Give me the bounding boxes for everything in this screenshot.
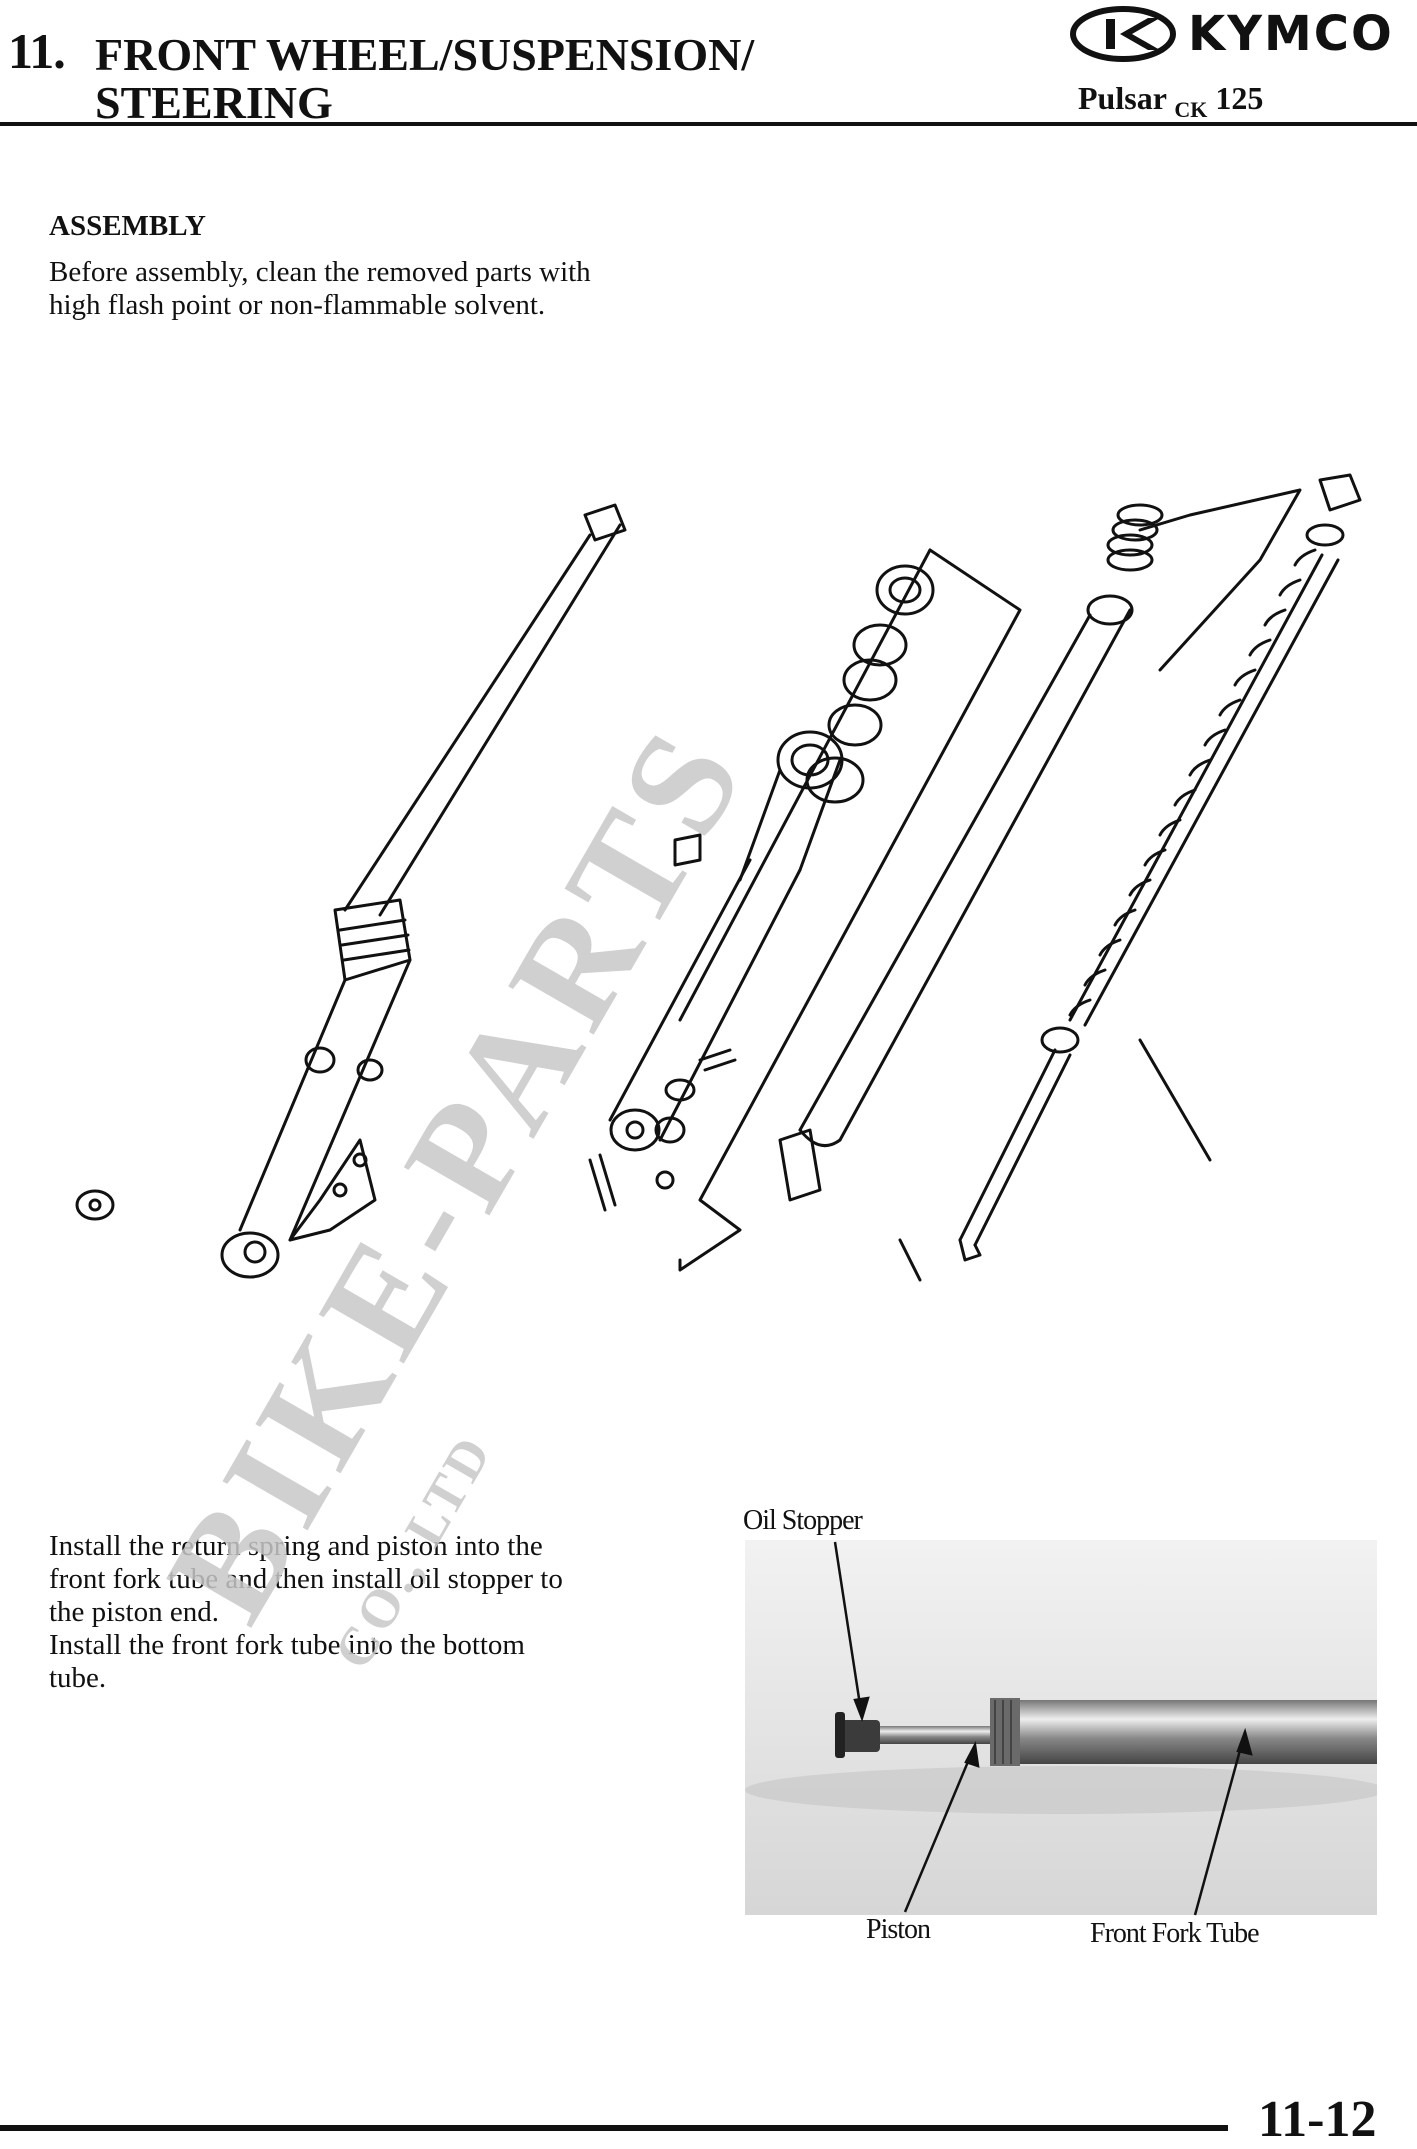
instruction-text: Install the return spring and piston int… [49,1530,689,1695]
brand-name: KYMCO [1188,6,1394,62]
label-piston: Piston [866,1914,931,1945]
chapter-title-line2: STEERING [95,77,333,128]
front-fork-exploded-diagram [75,473,1362,1282]
instruction-line: tube. [49,1662,107,1694]
intro-line: Before assembly, clean the removed parts… [49,256,591,288]
label-oil-stopper: Oil Stopper [743,1505,863,1536]
fork-tube-photo [745,1540,1377,1915]
header-rule [0,122,1417,126]
fork-pipe-drawing [778,594,1134,1202]
section-title: ASSEMBLY [49,210,206,242]
model-number: 125 [1215,80,1264,116]
model-label: Pulsar CK 125 [1078,80,1264,122]
kymco-logo-icon [1070,6,1176,62]
bottom-tube-drawing [588,564,935,1212]
chapter-title-line1: FRONT WHEEL/SUSPENSION/ [95,29,755,80]
instruction-line: the piston end. [49,1596,219,1628]
footer-rule [0,2125,1228,2131]
assembly-intro: Before assembly, clean the removed parts… [49,256,699,322]
instruction-line: Install the return spring and piston int… [49,1530,543,1562]
label-front-fork-tube: Front Fork Tube [1090,1918,1260,1949]
page-number: 11-12 [1258,2091,1377,2148]
chapter-number: 11. [8,23,66,79]
model-sub: CK [1174,97,1208,122]
assembled-fork-drawing [75,503,627,1279]
instruction-line: Install the front fork tube into the bot… [49,1629,525,1661]
spring-and-rod-drawing [898,473,1362,1282]
model-name: Pulsar [1078,80,1167,116]
intro-line: high flash point or non-flammable solven… [49,289,546,321]
instruction-line: front fork tube and then install oil sto… [49,1563,563,1595]
